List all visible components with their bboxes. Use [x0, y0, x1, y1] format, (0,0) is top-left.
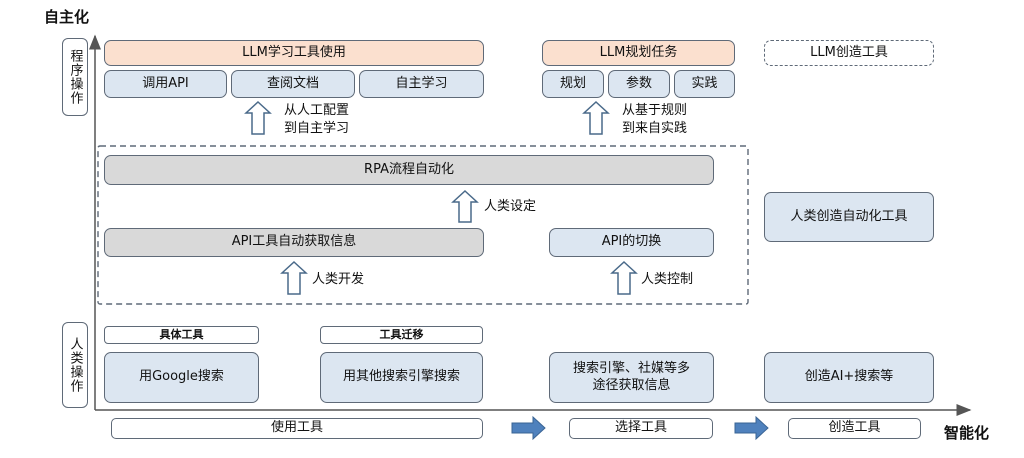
x-axis-label: 智能化 [944, 424, 990, 442]
params-box: 参数 [608, 70, 670, 98]
llm-learning-box: LLM学习工具使用 [104, 40, 484, 66]
note-human-dev: 人类开发 [312, 272, 365, 287]
note-line: 从人工配置 [284, 103, 350, 118]
right-arrow-icon [511, 415, 546, 441]
note-human-control: 人类控制 [641, 272, 694, 287]
box-line: 搜索引擎、社媒等多 [572, 361, 690, 377]
stage-select-tools: 选择工具 [569, 418, 713, 439]
side-label-human: 人类操作 [62, 322, 88, 408]
up-arrow-icon [280, 260, 308, 295]
side-label-program: 程序操作 [62, 38, 88, 116]
plan-box: 规划 [542, 70, 604, 98]
tool-transfer-label: 工具迁移 [320, 326, 483, 344]
stage-use-tools: 使用工具 [111, 418, 483, 439]
llm-planning-box: LLM规划任务 [542, 40, 735, 66]
multi-source-box: 搜索引擎、社媒等多 途径获取信息 [549, 352, 714, 403]
note-human-setting: 人类设定 [484, 199, 537, 214]
right-arrow-icon [734, 415, 769, 441]
create-ai-box: 创造AI+搜索等 [764, 352, 934, 403]
y-axis-label: 自主化 [44, 8, 90, 26]
self-learn-box: 自主学习 [359, 70, 484, 98]
read-docs-box: 查阅文档 [231, 70, 355, 98]
note-from-rules: 从基于规则 到来自实践 [622, 102, 687, 138]
note-from-manual: 从人工配置 到自主学习 [284, 102, 349, 138]
automation-region [97, 145, 749, 305]
note-line: 到自主学习 [284, 121, 350, 136]
concrete-tool-label: 具体工具 [104, 326, 259, 344]
up-arrow-icon [610, 260, 638, 295]
stage-create-tools: 创造工具 [788, 418, 921, 439]
google-search-box: 用Google搜索 [104, 352, 259, 403]
other-engines-box: 用其他搜索引擎搜索 [320, 352, 483, 403]
llm-creating-box: LLM创造工具 [764, 40, 934, 66]
practice-box: 实践 [674, 70, 735, 98]
api-info-box: API工具自动获取信息 [104, 228, 484, 257]
rpa-box: RPA流程自动化 [104, 155, 714, 185]
api-switch-box: API的切换 [549, 228, 714, 257]
call-api-box: 调用API [104, 70, 227, 98]
up-arrow-icon [244, 100, 272, 135]
human-create-box: 人类创造自动化工具 [764, 192, 934, 242]
up-arrow-icon [582, 100, 610, 135]
up-arrow-icon [451, 189, 479, 223]
note-line: 到来自实践 [622, 121, 688, 136]
box-line: 途径获取信息 [592, 377, 671, 393]
note-line: 从基于规则 [622, 103, 688, 118]
